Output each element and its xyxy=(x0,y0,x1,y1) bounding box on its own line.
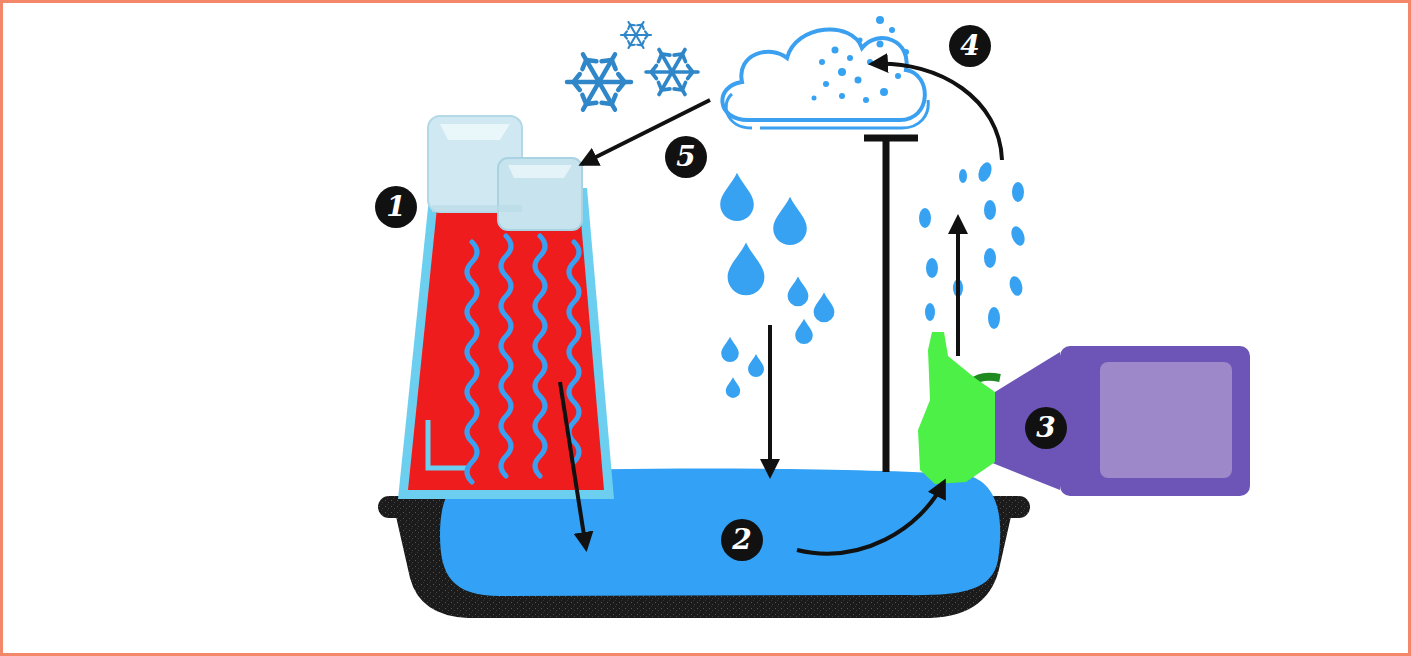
spray-arrow xyxy=(956,218,960,356)
beaker-outline xyxy=(398,188,614,499)
beaker-liquid xyxy=(408,198,604,490)
heat-waves xyxy=(467,236,579,482)
stand xyxy=(864,138,918,472)
rain-arrow xyxy=(768,325,772,475)
melt-arrow xyxy=(560,382,586,548)
callout-badge: 1 xyxy=(375,186,417,228)
callout-number: 5 xyxy=(676,143,695,171)
callout-number: 3 xyxy=(1036,414,1055,442)
ice-cubes xyxy=(428,116,582,230)
flow-arrows xyxy=(560,64,1002,554)
callout-badge: 3 xyxy=(1025,407,1067,449)
snowflakes xyxy=(567,22,698,110)
cloud xyxy=(722,16,928,128)
callout-number: 1 xyxy=(386,193,405,221)
callout-number: 4 xyxy=(960,32,979,60)
beaker-mark xyxy=(428,420,470,468)
spray-droplets xyxy=(919,161,1027,329)
evaporation-arrow xyxy=(872,64,1002,160)
callout-badge: 4 xyxy=(949,25,991,67)
callout-badge: 5 xyxy=(665,136,707,178)
callout-badge: 2 xyxy=(721,519,763,561)
spray-bottle xyxy=(918,332,1250,496)
raindrops xyxy=(720,173,834,398)
callout-number: 2 xyxy=(732,526,751,554)
pump-arrow xyxy=(797,482,944,554)
